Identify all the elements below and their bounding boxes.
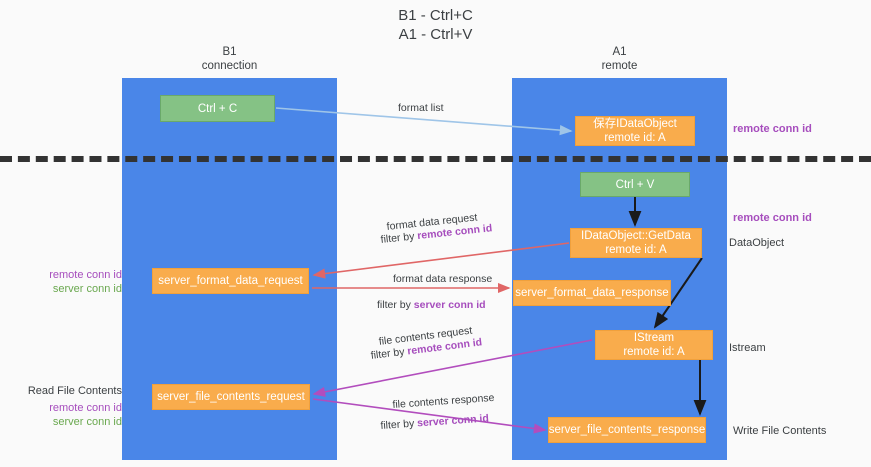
lane-header-a1-role: remote: [601, 60, 638, 72]
title-line-1: B1 - Ctrl+C: [398, 7, 473, 24]
node-getdata-label: IDataObject::GetData: [581, 230, 691, 242]
node-getdata[interactable]: IDataObject::GetData remote id: A: [570, 228, 702, 258]
filter-prefix: filter by: [377, 299, 414, 311]
lane-header-a1: A1 remote: [512, 45, 727, 73]
node-istream-label: IStream: [633, 332, 675, 344]
annotation-left-read-file-contents: Read File Contents: [27, 385, 122, 397]
annotation-left-remote-conn-id-bottom: remote conn id: [49, 402, 122, 414]
node-getdata-sub: remote id: A: [605, 244, 667, 256]
node-server-file-contents-request-label: server_file_contents_request: [157, 391, 305, 403]
node-istream-sub: remote id: A: [623, 346, 685, 358]
annotation-left-remote-conn-id-mid: remote conn id: [49, 269, 122, 281]
filter-key: server conn id: [416, 412, 490, 430]
filter-prefix: filter by: [380, 417, 418, 432]
node-idataobject-label: 保存IDataObject: [593, 118, 677, 130]
filter-prefix: filter by: [370, 345, 409, 362]
annotation-right-write-file-contents: Write File Contents: [733, 425, 827, 437]
lane-header-b1-role: connection: [201, 60, 258, 72]
lane-header-a1-name: A1: [612, 46, 627, 58]
annotation-right-dataobject: DataObject: [729, 237, 785, 249]
node-ctrl-v-label: Ctrl + V: [615, 178, 655, 191]
node-server-format-data-request-label: server_format_data_request: [158, 275, 303, 287]
node-server-file-contents-response-label: server_file_contents_response: [548, 424, 706, 436]
edge-label-file-contents-response-filter: filter by server conn id: [380, 411, 489, 433]
edge-label-format-data-response: format data response: [393, 273, 493, 285]
filter-key: server conn id: [413, 299, 486, 311]
title-line-2: A1 - Ctrl+V: [398, 26, 473, 43]
node-server-file-contents-response[interactable]: server_file_contents_response: [548, 417, 706, 443]
node-idataobject-sub: remote id: A: [604, 132, 666, 144]
diagram-title: B1 - Ctrl+C A1 - Ctrl+V: [0, 6, 871, 44]
node-server-format-data-request[interactable]: server_format_data_request: [152, 268, 309, 294]
annotation-left-conn-ids-bottom: remote conn id server conn id: [18, 401, 122, 429]
phase-divider: [0, 156, 871, 162]
node-server-format-data-response-label: server_format_data_response: [515, 287, 669, 299]
filter-prefix: filter by: [380, 230, 418, 246]
annotation-left-server-conn-id-bottom: server conn id: [52, 416, 122, 428]
edge-label-format-data-response-filter: filter by server conn id: [377, 298, 486, 312]
edge-label-file-contents-response: file contents response: [392, 391, 495, 411]
lane-header-b1-name: B1: [222, 46, 237, 58]
annotation-left-server-conn-id-mid: server conn id: [52, 283, 122, 295]
annotation-right-remote-conn-id-top: remote conn id: [733, 123, 812, 135]
node-server-format-data-response[interactable]: server_format_data_response: [513, 280, 671, 306]
node-ctrl-v[interactable]: Ctrl + V: [580, 172, 690, 197]
lane-header-b1: B1 connection: [122, 45, 337, 73]
annotation-right-istream: Istream: [729, 342, 766, 354]
edge-label-format-list: format list: [398, 102, 444, 114]
annotation-left-conn-ids-mid: remote conn id server conn id: [18, 268, 122, 296]
node-idataobject[interactable]: 保存IDataObject remote id: A: [575, 116, 695, 146]
node-server-file-contents-request[interactable]: server_file_contents_request: [152, 384, 310, 410]
node-ctrl-c[interactable]: Ctrl + C: [160, 95, 275, 122]
node-istream[interactable]: IStream remote id: A: [595, 330, 713, 360]
node-ctrl-c-label: Ctrl + C: [197, 102, 238, 115]
annotation-right-remote-conn-id-mid: remote conn id: [733, 212, 812, 224]
